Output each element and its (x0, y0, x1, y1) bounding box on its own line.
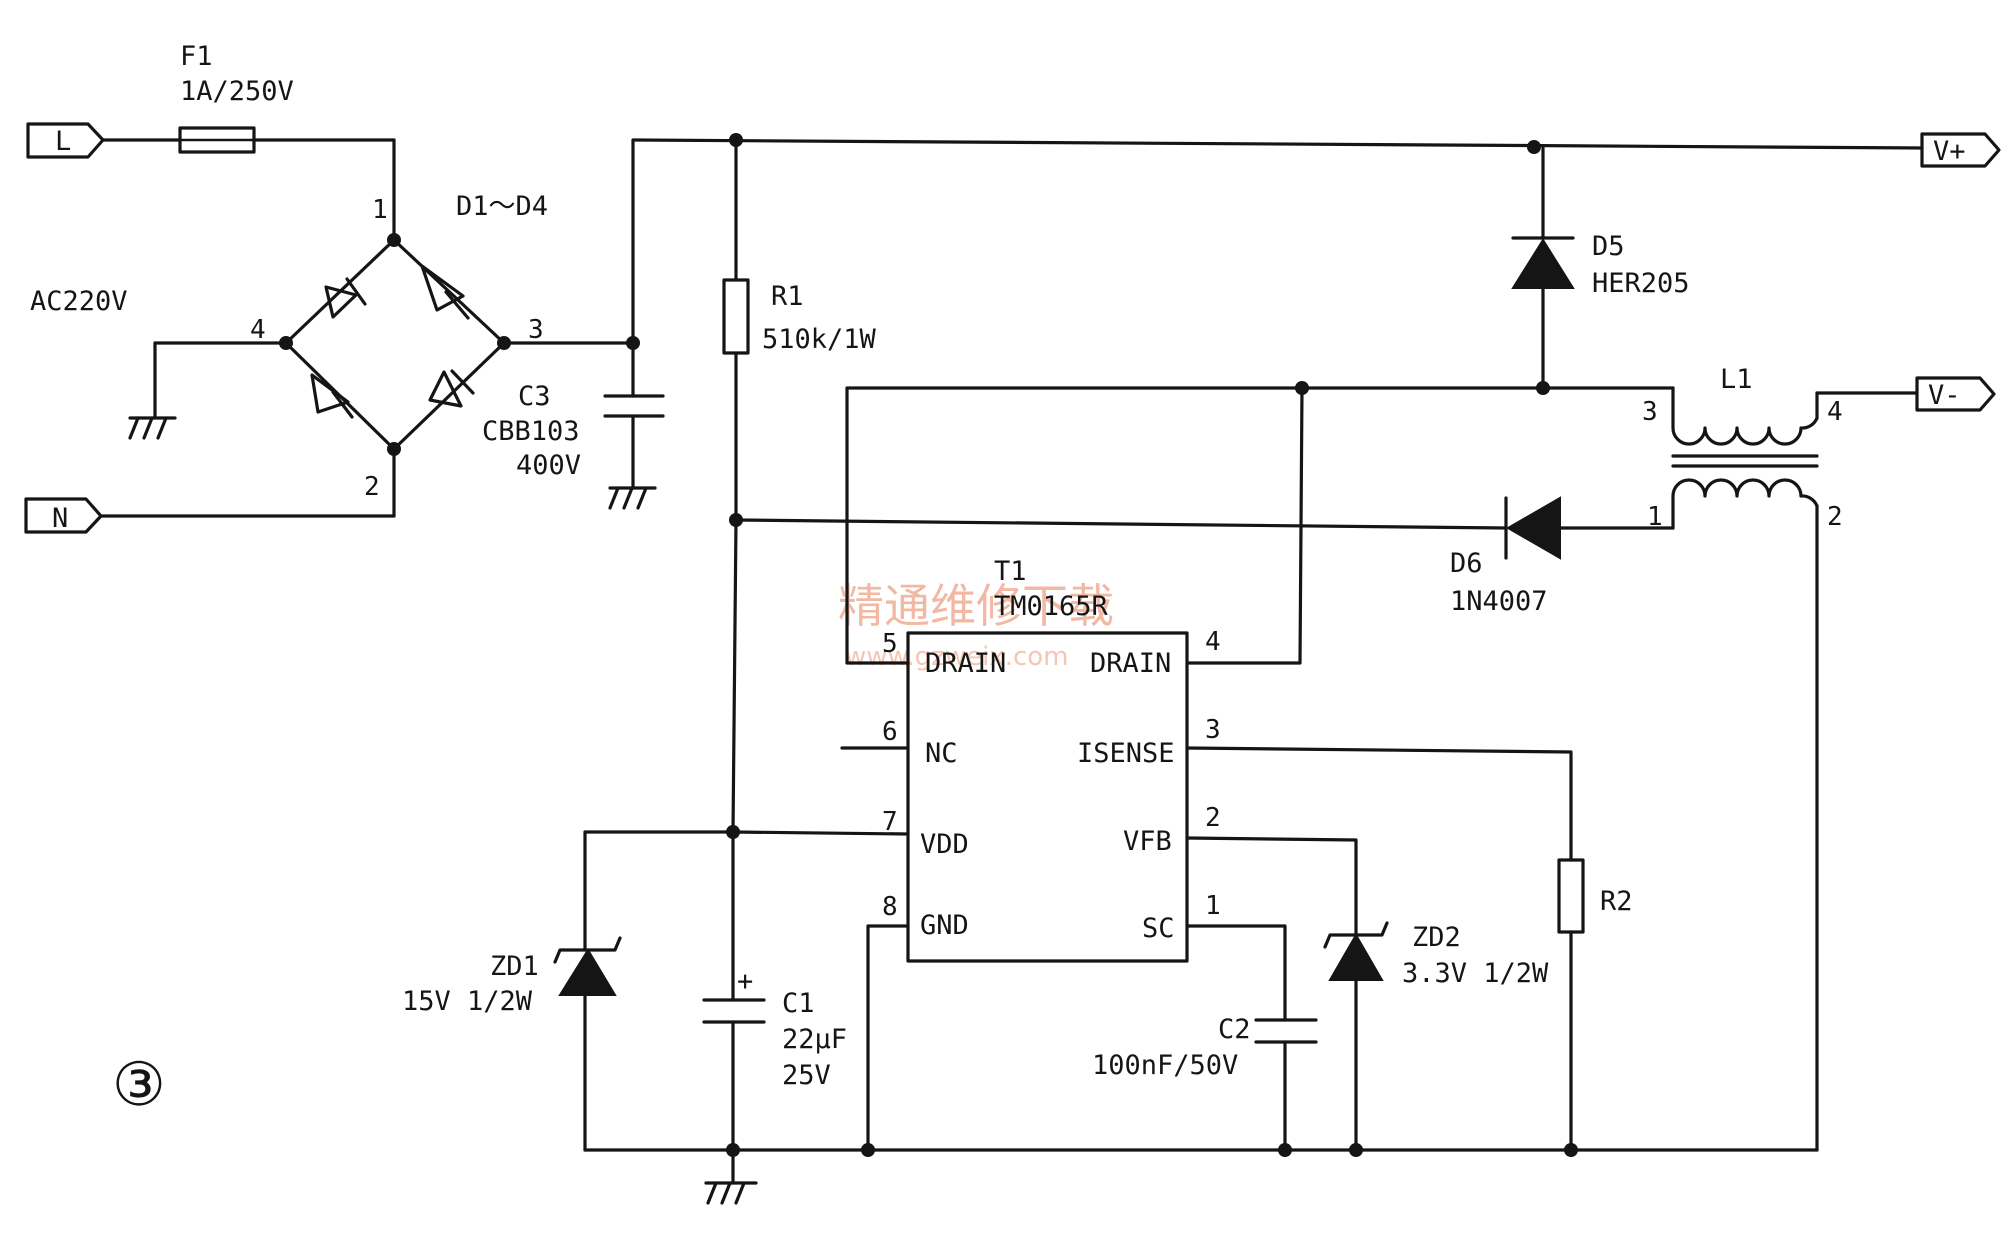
ic-pin-2-name: VFB (1123, 826, 1172, 857)
capacitor-c1-voltage: 25V (782, 1060, 831, 1091)
resistor-r1-ref: R1 (771, 281, 804, 312)
wire-vdd (731, 830, 910, 836)
ic-pin-7-num: 7 (882, 807, 898, 837)
ic-t1-part: TM0165R (994, 591, 1109, 622)
bridge-pin-2: 2 (364, 472, 380, 502)
transformer-l1: L1 3 4 1 2 (1642, 364, 1919, 1152)
zener-zd1-ref: ZD1 (490, 951, 539, 982)
ic-t1: T1 TM0165R DRAIN DRAIN NC ISENSE VDD VFB… (882, 556, 1221, 963)
wire-hv-rail (631, 138, 1924, 345)
terminal-l-label: L (55, 126, 71, 157)
ground-bridge (128, 341, 288, 440)
terminal-n-label: N (52, 503, 68, 534)
terminal-v-minus-label: V- (1928, 380, 1961, 411)
capacitor-c1: + C1 22μF 25V (702, 830, 847, 1152)
resistor-r2-ref: R2 (1600, 886, 1633, 917)
zener-zd2: ZD2 3.3V 1/2W (1185, 836, 1549, 1152)
diode-d5-part: HER205 (1592, 268, 1690, 299)
bridge-diode-upper-left (324, 277, 367, 319)
ic-pin-8-num: 8 (882, 892, 898, 922)
wire-drain-net (845, 381, 1675, 665)
ic-t1-ref: T1 (994, 556, 1027, 587)
diode-d5: D5 HER205 (1511, 146, 1690, 395)
capacitor-c1-polarity: + (737, 966, 753, 997)
fuse-f1-ref: F1 (180, 41, 213, 72)
zener-zd2-ref: ZD2 (1412, 922, 1461, 953)
terminal-v-plus-label: V+ (1933, 136, 1966, 167)
watermark-text: 精通维修下载 (838, 579, 1114, 633)
resistor-r2: R2 (1557, 858, 1633, 1157)
terminal-v-plus: V+ (1920, 132, 2001, 168)
terminal-l: L (26, 122, 105, 159)
ground-main (704, 1148, 758, 1205)
wire-vdd-to-zd1 (583, 830, 735, 952)
transformer-l1-ref: L1 (1720, 364, 1753, 395)
diode-d6: D6 1N4007 (734, 496, 1675, 617)
ic-pin-4-num: 4 (1205, 627, 1221, 657)
bridge-pin-1: 1 (372, 195, 388, 225)
bridge-diode-lower-right (428, 369, 475, 408)
capacitor-c1-ref: C1 (782, 988, 815, 1019)
terminal-n: N (24, 497, 103, 534)
ic-pin-2-num: 2 (1205, 803, 1221, 833)
bridge-pin-3: 3 (528, 315, 544, 345)
capacitor-c2: C2 100nF/50V (1092, 924, 1318, 1152)
capacitor-c2-value: 100nF/50V (1092, 1050, 1238, 1081)
wire-r1-to-vdd (731, 518, 738, 834)
transformer-l1-pin-3: 3 (1642, 397, 1658, 427)
ic-pin-6-num: 6 (882, 717, 898, 747)
ic-pin-1-name: SC (1142, 913, 1175, 944)
resistor-r1: R1 510k/1W (722, 138, 877, 527)
wire-ground-rail (583, 1143, 1819, 1157)
diode-d6-part: 1N4007 (1450, 586, 1548, 617)
bridge-ref: D1～D4 (456, 191, 548, 222)
transformer-l1-pin-1: 1 (1647, 502, 1663, 532)
ic-pin-3-name: ISENSE (1077, 738, 1175, 769)
capacitor-c3: C3 CBB103 400V (482, 336, 665, 510)
capacitor-c3-ref: C3 (518, 381, 551, 412)
bridge-rectifier: 1 2 3 4 D1～D4 (250, 191, 548, 502)
capacitor-c1-capacitance: 22μF (782, 1024, 847, 1055)
watermark: 精通维修下载 www.gzweix.com (838, 579, 1114, 672)
fuse-f1-value: 1A/250V (180, 76, 294, 107)
bridge-diode-upper-right (420, 264, 470, 320)
ic-pin-6-name: NC (925, 738, 958, 769)
capacitor-c2-ref: C2 (1218, 1014, 1251, 1045)
input-voltage-label: AC220V (30, 286, 128, 317)
zener-zd1: ZD1 15V 1/2W (402, 936, 622, 1152)
capacitor-c3-voltage: 400V (516, 450, 581, 481)
diode-d5-ref: D5 (1592, 231, 1625, 262)
transformer-l1-pin-4: 4 (1827, 397, 1843, 427)
zener-zd1-value: 15V 1/2W (402, 986, 533, 1017)
ic-pin-8-name: GND (920, 910, 969, 941)
watermark-url: www.gzweix.com (845, 642, 1069, 672)
wire-isense (1185, 746, 1573, 862)
fuse-f1: F1 1A/250V (101, 41, 396, 242)
figure-number: ③ (112, 1050, 166, 1120)
bridge-pin-4: 4 (250, 315, 266, 345)
ic-pin-4-name: DRAIN (1090, 648, 1171, 679)
wire-gnd-pin (866, 924, 910, 1152)
capacitor-c3-type: CBB103 (482, 416, 580, 447)
ic-pin-5-num: 5 (882, 629, 898, 659)
diode-d6-ref: D6 (1450, 548, 1483, 579)
ic-pin-5-name: DRAIN (925, 648, 1006, 679)
resistor-r1-value: 510k/1W (762, 324, 877, 355)
ic-pin-7-name: VDD (920, 829, 969, 860)
ic-pin-3-num: 3 (1205, 715, 1221, 745)
terminal-v-minus: V- (1915, 376, 1996, 412)
transformer-l1-pin-2: 2 (1827, 502, 1843, 532)
zener-zd2-value: 3.3V 1/2W (1402, 958, 1549, 989)
bridge-diode-lower-left (310, 373, 354, 419)
ic-pin-1-num: 1 (1205, 891, 1221, 921)
